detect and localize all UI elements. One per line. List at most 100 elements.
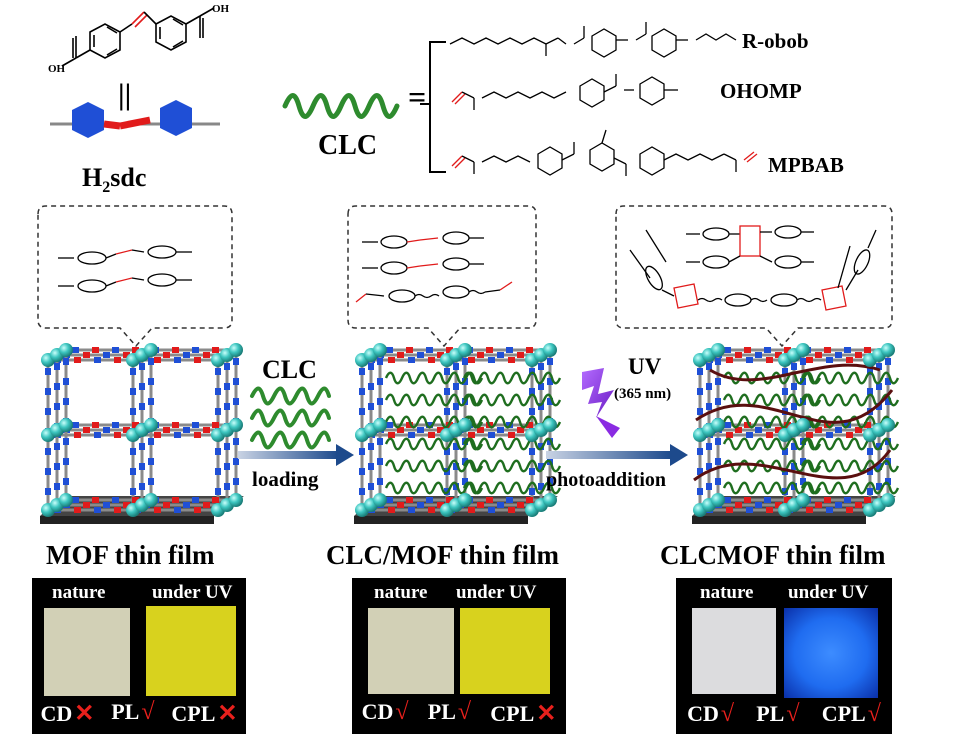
pillar-linker bbox=[800, 478, 806, 485]
pillar-linker bbox=[529, 368, 535, 375]
clc-helix bbox=[462, 459, 562, 473]
pillar-linker bbox=[867, 368, 873, 375]
pillar-linker bbox=[791, 383, 797, 390]
metal-node bbox=[543, 343, 557, 357]
pillar-linker bbox=[368, 483, 374, 490]
layer-linker bbox=[815, 352, 822, 358]
layer-linker bbox=[735, 352, 742, 358]
pillar-linker bbox=[148, 478, 154, 485]
film-swatch-nature bbox=[692, 608, 776, 694]
mof-thin-film-cube bbox=[40, 343, 244, 524]
layer-linker bbox=[477, 427, 484, 433]
metal-node bbox=[229, 418, 243, 432]
metal-node bbox=[796, 343, 810, 357]
pillar-linker bbox=[54, 363, 60, 370]
pillar-linker bbox=[706, 463, 712, 470]
film-swatch-uv bbox=[784, 608, 878, 698]
layer-linker bbox=[72, 422, 79, 428]
callout-bubble-clc-mof bbox=[347, 205, 537, 348]
clc-helix bbox=[384, 459, 484, 473]
pillar-linker bbox=[885, 358, 891, 365]
layer-linker bbox=[426, 347, 433, 353]
pillar-linker bbox=[782, 368, 788, 375]
layer-linker bbox=[497, 352, 504, 358]
layer-linker bbox=[506, 347, 513, 353]
pillar-linker bbox=[45, 448, 51, 455]
pillar-linker bbox=[444, 408, 450, 415]
layer-linker bbox=[92, 497, 99, 503]
pillar-linker bbox=[706, 363, 712, 370]
ligand-equivalence-mark: || bbox=[118, 78, 131, 111]
layer-linker bbox=[508, 357, 515, 363]
pillar-linker bbox=[782, 388, 788, 395]
layer-linker bbox=[437, 352, 444, 358]
layer-linker bbox=[846, 507, 853, 513]
pillar-linker bbox=[63, 438, 69, 445]
callout-mof-linkers bbox=[58, 245, 192, 293]
pillar-linker bbox=[54, 483, 60, 490]
metal-node bbox=[543, 493, 557, 507]
ligand-name: H2sdc bbox=[82, 163, 146, 196]
layer-linker bbox=[846, 357, 853, 363]
clc-helix bbox=[722, 393, 822, 407]
pillar-linker bbox=[359, 408, 365, 415]
pillar-linker bbox=[547, 478, 553, 485]
layer-linker bbox=[824, 497, 831, 503]
pillar-linker bbox=[547, 378, 553, 385]
pillar-linker bbox=[867, 448, 873, 455]
loading-step-caption: loading bbox=[252, 467, 319, 491]
clcmof-thin-film-cube bbox=[692, 343, 900, 524]
metal-node bbox=[796, 418, 810, 432]
ligand-oh-right: OH bbox=[212, 3, 230, 15]
panel-uv-label: under UV bbox=[152, 582, 233, 603]
layer-linker bbox=[194, 357, 201, 363]
metal-node bbox=[59, 493, 73, 507]
layer-linker bbox=[172, 422, 179, 428]
cpl-status: CPL✕ bbox=[171, 701, 238, 727]
layer-linker bbox=[212, 497, 219, 503]
metal-node bbox=[881, 493, 895, 507]
metal-node bbox=[144, 343, 158, 357]
layer-linker bbox=[526, 347, 533, 353]
layer-linker bbox=[406, 347, 413, 353]
substrate-edge bbox=[354, 516, 528, 524]
clc-helix bbox=[384, 481, 484, 495]
metal-node bbox=[59, 418, 73, 432]
loading-arrow-head bbox=[336, 444, 354, 466]
layer-linker bbox=[154, 507, 161, 513]
pillar-linker bbox=[359, 468, 365, 475]
pillar-linker bbox=[538, 383, 544, 390]
layer-linker bbox=[488, 507, 495, 513]
pillar-linker bbox=[885, 398, 891, 405]
layer-linker bbox=[488, 432, 495, 438]
callout-bubble-mof bbox=[37, 205, 233, 348]
pillar-linker bbox=[233, 438, 239, 445]
pillar-linker bbox=[224, 363, 230, 370]
pillar-linker bbox=[529, 388, 535, 395]
pillar-linker bbox=[876, 383, 882, 390]
mpbab-label: MPBAB bbox=[768, 153, 844, 177]
layer-linker bbox=[112, 422, 119, 428]
pillar-linker bbox=[224, 443, 230, 450]
layer-linker bbox=[517, 352, 524, 358]
film-swatch-uv bbox=[146, 606, 236, 696]
pillar-linker bbox=[547, 358, 553, 365]
clc-helix bbox=[722, 437, 822, 451]
layer-linker bbox=[766, 357, 773, 363]
layer-linker bbox=[497, 502, 504, 508]
pillar-linker bbox=[867, 488, 873, 495]
layer-linker bbox=[74, 357, 81, 363]
layer-linker bbox=[388, 507, 395, 513]
pillar-linker bbox=[715, 438, 721, 445]
layer-linker bbox=[775, 427, 782, 433]
ohomp-label: OHOMP bbox=[720, 79, 802, 103]
layer-linker bbox=[755, 352, 762, 358]
layer-linker bbox=[864, 422, 871, 428]
pillar-linker bbox=[63, 398, 69, 405]
pillar-linker bbox=[130, 448, 136, 455]
layer-linker bbox=[94, 507, 101, 513]
layer-linker bbox=[74, 507, 81, 513]
pillar-linker bbox=[359, 388, 365, 395]
layer-linker bbox=[103, 352, 110, 358]
